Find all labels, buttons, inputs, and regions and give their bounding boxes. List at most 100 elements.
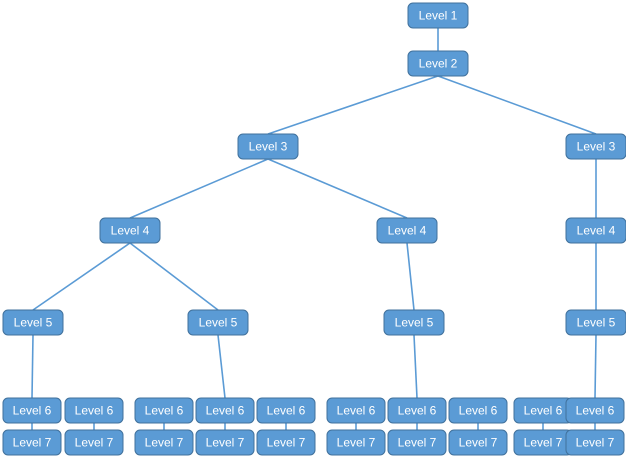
- node-box: [256, 429, 316, 456]
- tree-node-level-7[interactable]: Level 7: [2, 429, 62, 456]
- node-label: Level 7: [576, 436, 615, 450]
- node-box: [565, 429, 625, 456]
- node-label: Level 7: [337, 436, 376, 450]
- tree-edge: [129, 242, 219, 311]
- tree-node-level-4[interactable]: Level 4: [376, 217, 438, 244]
- node-label: Level 5: [14, 316, 53, 330]
- tree-edge: [129, 158, 269, 219]
- tree-node-level-7[interactable]: Level 7: [513, 429, 573, 456]
- node-box: [565, 309, 626, 336]
- node-box: [326, 429, 386, 456]
- node-label: Level 4: [577, 224, 616, 238]
- node-label: Level 6: [75, 404, 114, 418]
- tree-node-level-6[interactable]: Level 6: [64, 397, 124, 424]
- tree-node-level-7[interactable]: Level 7: [64, 429, 124, 456]
- tree-node-level-3[interactable]: Level 3: [237, 133, 299, 160]
- node-box: [387, 429, 447, 456]
- tree-node-level-7[interactable]: Level 7: [256, 429, 316, 456]
- node-box: [2, 429, 62, 456]
- node-box: [565, 217, 626, 244]
- node-box: [195, 397, 255, 424]
- edge-layer: [31, 28, 597, 430]
- tree-node-level-7[interactable]: Level 7: [195, 429, 255, 456]
- node-label: Level 5: [577, 316, 616, 330]
- node-box: [64, 429, 124, 456]
- tree-node-level-4[interactable]: Level 4: [565, 217, 626, 244]
- node-label: Level 6: [337, 404, 376, 418]
- tree-node-level-5[interactable]: Level 5: [187, 309, 249, 336]
- node-label: Level 4: [388, 224, 427, 238]
- node-box: [99, 217, 161, 244]
- tree-node-level-2[interactable]: Level 2: [407, 50, 469, 77]
- tree-node-level-6[interactable]: Level 6: [256, 397, 316, 424]
- tree-node-level-1[interactable]: Level 1: [407, 2, 469, 29]
- tree-node-level-7[interactable]: Level 7: [134, 429, 194, 456]
- tree-edge: [413, 334, 418, 399]
- node-box: [187, 309, 249, 336]
- tree-node-level-7[interactable]: Level 7: [387, 429, 447, 456]
- tree-node-level-6[interactable]: Level 6: [565, 397, 625, 424]
- tree-edge: [267, 75, 439, 135]
- tree-node-level-6[interactable]: Level 6: [134, 397, 194, 424]
- node-label: Level 7: [206, 436, 245, 450]
- node-box: [407, 2, 469, 29]
- node-box: [387, 397, 447, 424]
- node-box: [64, 397, 124, 424]
- node-label: Level 6: [459, 404, 498, 418]
- tree-node-level-7[interactable]: Level 7: [448, 429, 508, 456]
- tree-edge: [32, 242, 131, 311]
- tree-edge: [31, 334, 34, 399]
- node-label: Level 4: [111, 224, 150, 238]
- tree-node-level-6[interactable]: Level 6: [448, 397, 508, 424]
- node-label: Level 6: [524, 404, 563, 418]
- node-box: [2, 397, 62, 424]
- node-label: Level 6: [13, 404, 52, 418]
- node-box: [448, 429, 508, 456]
- node-box: [376, 217, 438, 244]
- tree-node-level-6[interactable]: Level 6: [513, 397, 573, 424]
- node-box: [134, 397, 194, 424]
- node-box: [565, 397, 625, 424]
- tree-node-level-4[interactable]: Level 4: [99, 217, 161, 244]
- node-box: [237, 133, 299, 160]
- node-label: Level 1: [419, 9, 458, 23]
- tree-node-level-6[interactable]: Level 6: [2, 397, 62, 424]
- node-box: [448, 397, 508, 424]
- tree-edge: [217, 334, 226, 399]
- node-label: Level 6: [206, 404, 245, 418]
- tree-node-level-5[interactable]: Level 5: [565, 309, 626, 336]
- node-label: Level 7: [459, 436, 498, 450]
- tree-edge: [594, 334, 597, 399]
- tree-node-level-5[interactable]: Level 5: [383, 309, 445, 336]
- node-box: [407, 50, 469, 77]
- node-label: Level 2: [419, 57, 458, 71]
- node-label: Level 6: [576, 404, 615, 418]
- tree-edge: [437, 75, 597, 135]
- tree-node-level-6[interactable]: Level 6: [195, 397, 255, 424]
- node-box: [256, 397, 316, 424]
- node-box: [134, 429, 194, 456]
- tree-node-level-6[interactable]: Level 6: [326, 397, 386, 424]
- node-label: Level 3: [577, 140, 616, 154]
- node-label: Level 7: [13, 436, 52, 450]
- tree-edge: [406, 242, 415, 311]
- tree-edge: [267, 158, 408, 219]
- tree-node-level-3[interactable]: Level 3: [565, 133, 626, 160]
- tree-node-level-7[interactable]: Level 7: [565, 429, 625, 456]
- node-label: Level 6: [398, 404, 437, 418]
- node-label: Level 6: [145, 404, 184, 418]
- node-label: Level 7: [75, 436, 114, 450]
- node-label: Level 7: [398, 436, 437, 450]
- node-label: Level 6: [267, 404, 306, 418]
- node-box: [383, 309, 445, 336]
- node-label: Level 3: [249, 140, 288, 154]
- node-box: [565, 133, 626, 160]
- tree-node-level-7[interactable]: Level 7: [326, 429, 386, 456]
- tree-node-level-5[interactable]: Level 5: [2, 309, 64, 336]
- node-label: Level 5: [199, 316, 238, 330]
- node-label: Level 5: [395, 316, 434, 330]
- tree-node-level-6[interactable]: Level 6: [387, 397, 447, 424]
- node-box: [326, 397, 386, 424]
